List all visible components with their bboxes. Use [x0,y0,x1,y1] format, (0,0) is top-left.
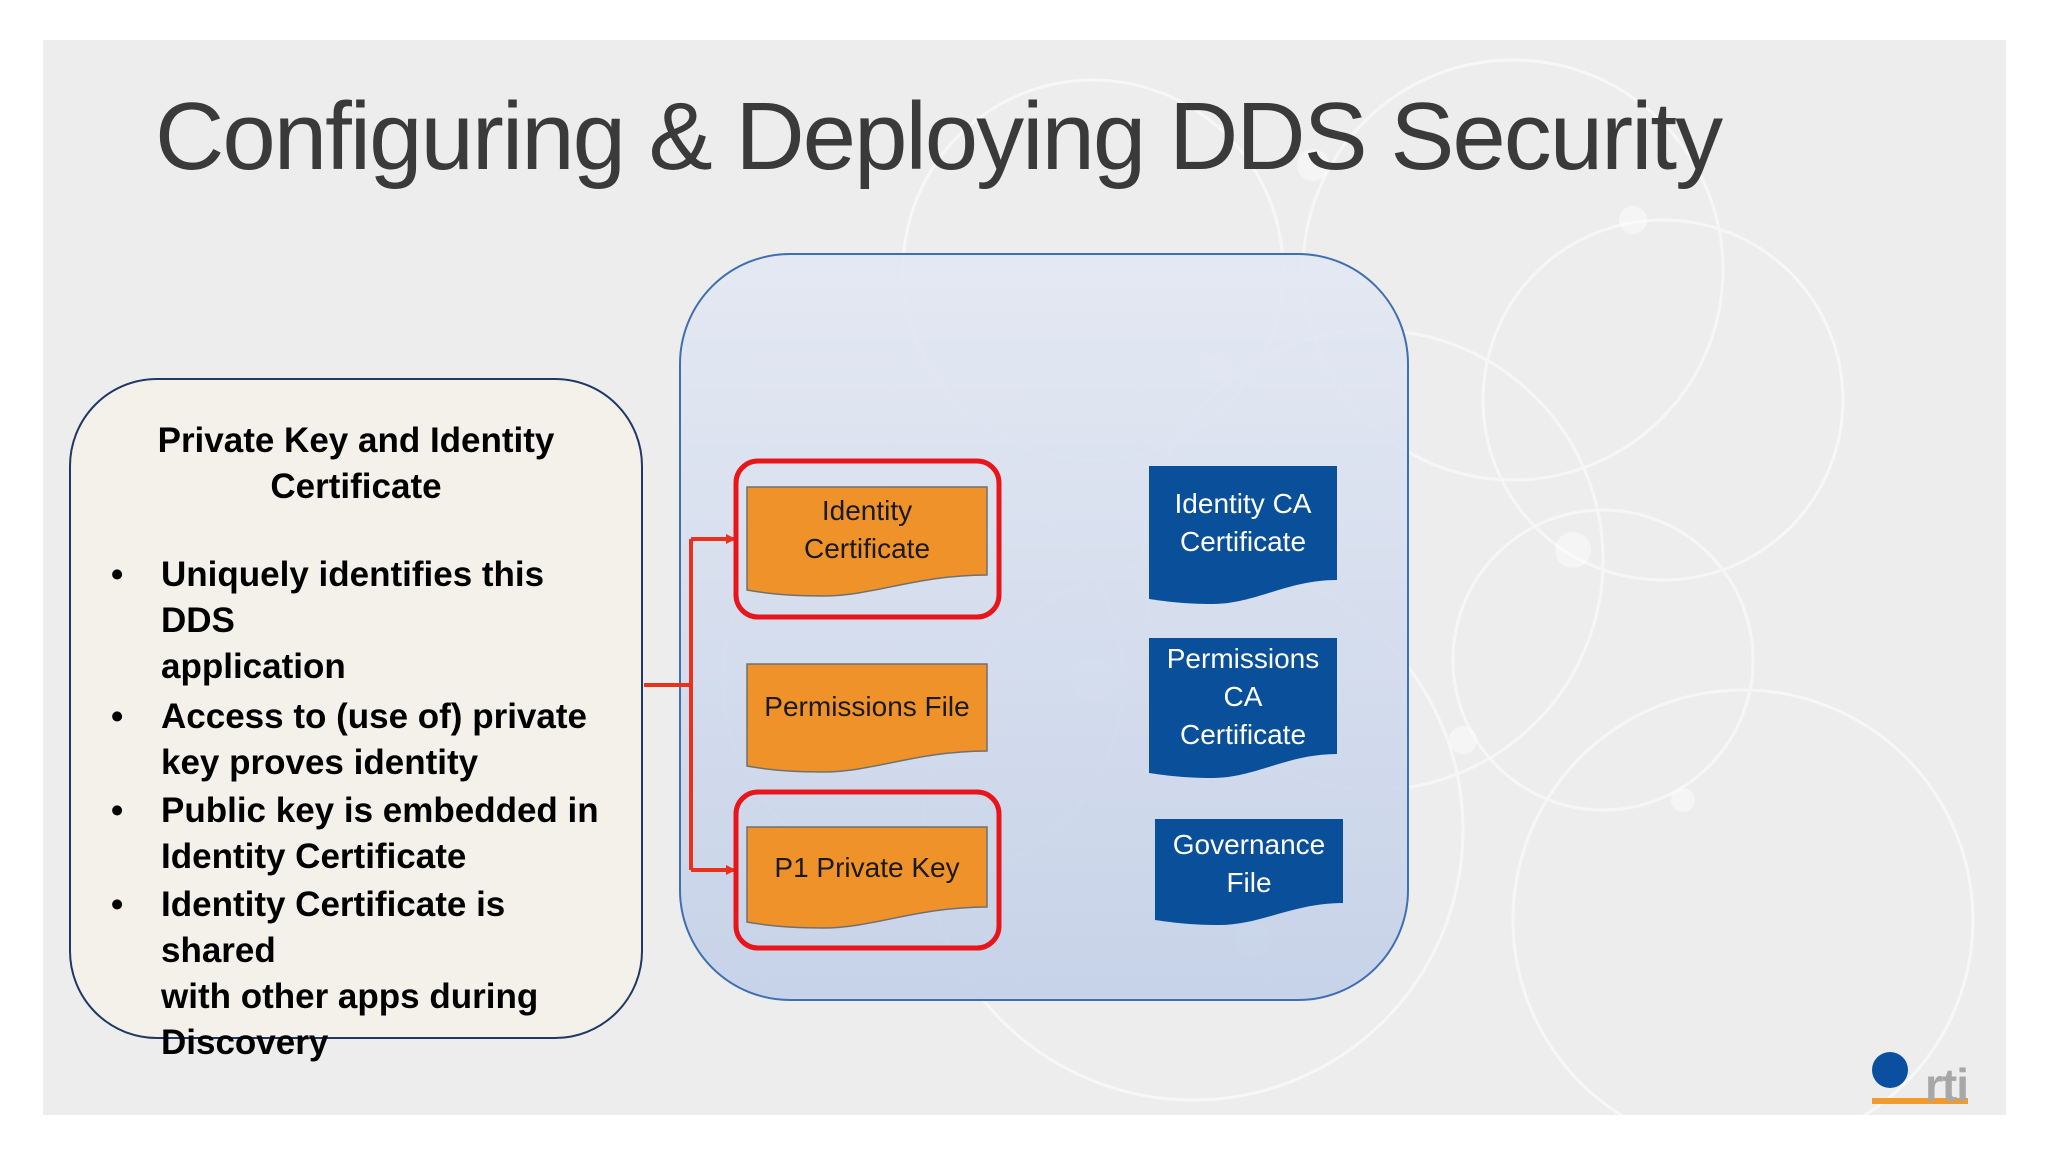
bullet-list: • Uniquely identifies this DDS applicati… [111,552,616,1066]
rti-logo-underline [1872,1098,1968,1104]
info-panel: Private Key and Identity Certificate • U… [69,378,643,1062]
bullet-dot: • [111,885,124,924]
rti-logo-text: rti [1925,1059,1969,1111]
p1-private-key-label: P1 Private Key [747,849,987,887]
identity-certificate-doc [746,486,988,597]
doc-label-line: CA [1223,681,1263,712]
slide: Configuring & Deploying DDS Security Pri… [43,40,2006,1115]
identity-certificate-label: Identity Certificate [747,492,987,568]
bullet-item: • Access to (use of) private key proves … [111,694,616,786]
bullet-line: Identity Certificate is shared [161,885,506,970]
bullet-line: with other apps during [161,977,539,1016]
bullet-item: • Public key is embedded in Identity Cer… [111,788,616,880]
bullet-dot: • [111,791,124,830]
bullet-dot: • [111,555,124,594]
bullet-line: key proves identity [161,743,479,782]
bullet-line: Uniquely identifies this DDS [161,555,545,640]
rti-logo-dot [1872,1052,1908,1088]
permissions-ca-certificate-doc [1149,638,1337,778]
doc-label-line: Governance [1172,829,1326,860]
doc-label-line: Permissions File [764,691,970,722]
doc-label-line: Identity [821,495,913,526]
governance-file-doc [1155,819,1343,925]
p1-private-key-doc [746,826,988,929]
bullet-line: Public key is embedded in [161,791,599,830]
identity-certificate-highlight [733,458,1002,620]
bullet-item: • Uniquely identifies this DDS applicati… [111,552,616,690]
bullet-item: • Identity Certificate is shared with ot… [111,882,616,1066]
doc-label-line: Permissions [1166,643,1320,674]
panel-heading-line: Certificate [270,467,442,506]
doc-label-line: Identity CA [1174,488,1312,519]
panel-heading-line: Private Key and Identity [157,421,555,460]
bullet-dot: • [111,697,124,736]
p1-private-key-highlight [733,789,1002,951]
slide-title: Configuring & Deploying DDS Security [155,83,1723,190]
bullet-line: application [161,647,346,686]
bullet-line: Identity Certificate [161,837,467,876]
permissions-file-label: Permissions File [747,688,987,726]
connector-arrows [644,534,736,875]
doc-label-line: Certificate [803,533,931,564]
permissions-file-doc [746,663,988,773]
security-artifacts-container [679,253,1409,1001]
bullet-line: Discovery [161,1023,329,1062]
doc-label-line: File [1226,867,1272,898]
doc-label-line: Certificate [1179,719,1307,750]
identity-ca-certificate-doc [1149,466,1337,604]
bullet-line: Access to (use of) private [161,697,587,736]
doc-label-line: Certificate [1179,526,1307,557]
doc-label-line: P1 Private Key [774,852,960,883]
diagram [644,253,1968,1104]
panel-heading: Private Key and Identity Certificate [71,418,641,510]
governance-file-label: Governance File [1155,826,1343,902]
permissions-ca-certificate-label: Permissions CA Certificate [1149,640,1337,754]
identity-ca-certificate-label: Identity CA Certificate [1149,485,1337,561]
